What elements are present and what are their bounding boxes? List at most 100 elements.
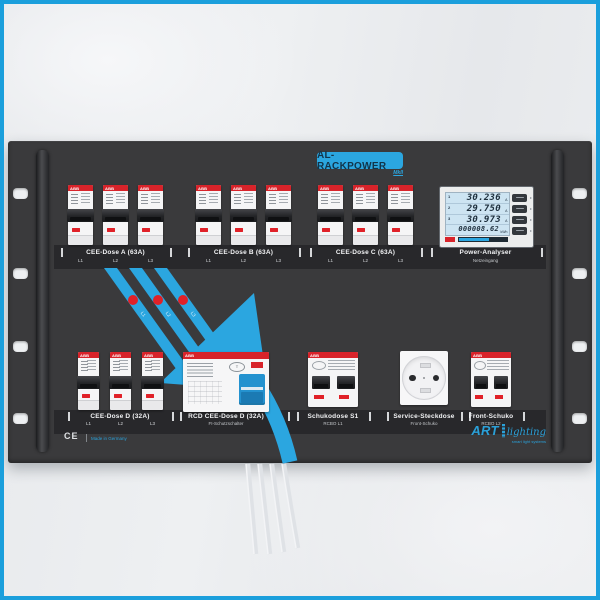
label-separator bbox=[387, 412, 389, 421]
breaker-band: ABB bbox=[318, 185, 343, 191]
breaker-toggle[interactable] bbox=[265, 209, 292, 222]
socket-earth-clip bbox=[419, 388, 431, 393]
socket-recess bbox=[402, 356, 446, 400]
breaker-toggle[interactable] bbox=[102, 209, 129, 222]
breaker-toggle[interactable] bbox=[195, 209, 222, 222]
rcbo-toggle[interactable] bbox=[311, 376, 330, 389]
breaker-foot bbox=[318, 235, 343, 245]
breaker-toggle[interactable] bbox=[352, 209, 379, 222]
analyzer-button[interactable] bbox=[512, 227, 527, 235]
breaker-band: ABB bbox=[231, 185, 256, 191]
label-separator bbox=[469, 412, 471, 421]
breaker-markings bbox=[366, 193, 375, 205]
title-badge-sub: MkII bbox=[393, 170, 403, 176]
rcd-switch[interactable] bbox=[239, 374, 265, 405]
service-socket-sublabel: Front-Schuko bbox=[410, 420, 438, 426]
analyzer-button[interactable] bbox=[512, 216, 527, 224]
breaker-toggle[interactable] bbox=[317, 209, 344, 222]
rcd-label: RCD CEE-Dose D (32A) bbox=[188, 412, 264, 420]
breaker-band: ABB bbox=[78, 352, 99, 358]
reading-unit: A bbox=[505, 197, 508, 202]
breaker-toggle[interactable] bbox=[137, 209, 164, 222]
reading-value: 30.973 bbox=[466, 214, 501, 225]
breaker-toggle[interactable] bbox=[387, 209, 414, 222]
rack-handle-left bbox=[36, 150, 49, 452]
reading-value: 30.236 bbox=[466, 193, 501, 203]
socket-earth-clip bbox=[419, 363, 431, 368]
breaker-band: ABB bbox=[183, 352, 269, 359]
label-separator bbox=[369, 412, 371, 421]
breaker-led bbox=[142, 228, 150, 232]
breaker-c3: ABB bbox=[387, 185, 414, 245]
phase-label: L2 bbox=[362, 257, 368, 263]
label-separator bbox=[310, 248, 312, 257]
schuko-socket[interactable] bbox=[400, 351, 448, 405]
abb-logo: ABB bbox=[198, 185, 208, 191]
abb-logo: ABB bbox=[112, 352, 122, 358]
rack-mount-hole bbox=[572, 413, 587, 424]
brand-logo: ART lighting smart light systems bbox=[462, 423, 546, 444]
breaker-markings bbox=[106, 194, 113, 205]
phase-label: L2 bbox=[117, 420, 123, 426]
analyzer-button[interactable] bbox=[512, 205, 527, 213]
rcbo-toggle[interactable] bbox=[473, 376, 489, 389]
breaker-foot bbox=[142, 400, 163, 410]
breaker-toggle[interactable] bbox=[141, 376, 164, 389]
analyzer-brand-chip bbox=[445, 237, 455, 242]
abb-logo: ABB bbox=[185, 352, 195, 358]
breaker-markings bbox=[199, 194, 206, 205]
abb-logo: ABB bbox=[233, 185, 243, 191]
breaker-toggle[interactable] bbox=[109, 376, 132, 389]
breaker-toggle[interactable] bbox=[67, 209, 94, 222]
abb-logo: ABB bbox=[390, 185, 400, 191]
breaker-b1: ABB bbox=[195, 185, 222, 245]
phase-label: L3 bbox=[147, 257, 153, 263]
brand-art-text: ART bbox=[471, 423, 499, 438]
breaker-markings bbox=[119, 360, 128, 372]
rcbo-markings bbox=[487, 360, 509, 371]
rcbo-logo-oval bbox=[474, 361, 486, 370]
breaker-band: ABB bbox=[471, 352, 511, 358]
breaker-foot bbox=[388, 235, 413, 245]
rcbo-logo-oval bbox=[312, 361, 326, 370]
rack-mount-hole bbox=[572, 268, 587, 279]
breaker-markings bbox=[71, 194, 78, 205]
rcbo-toggle[interactable] bbox=[336, 376, 355, 389]
abb-logo: ABB bbox=[268, 185, 278, 191]
label-separator bbox=[170, 248, 172, 257]
phase-digit: 2 bbox=[448, 204, 451, 210]
breaker-led bbox=[392, 228, 400, 232]
abb-logo: ABB bbox=[105, 185, 115, 191]
label-separator bbox=[297, 412, 299, 421]
label-separator bbox=[61, 248, 63, 257]
brand-tagline: smart light systems bbox=[511, 438, 546, 444]
analyzer-button[interactable] bbox=[512, 194, 527, 202]
breaker-led bbox=[235, 228, 243, 232]
breaker-toggle[interactable] bbox=[77, 376, 100, 389]
rcbo-toggle[interactable] bbox=[493, 376, 509, 389]
breaker-b3: ABB bbox=[265, 185, 292, 245]
rcbo-front-schuko: ABB bbox=[471, 352, 511, 407]
breaker-markings bbox=[209, 193, 218, 205]
label-separator bbox=[431, 248, 433, 257]
reading-value: 29.750 bbox=[466, 203, 501, 214]
breaker-a2: ABB bbox=[102, 185, 129, 245]
label-separator bbox=[421, 248, 423, 257]
abb-logo: ABB bbox=[70, 185, 80, 191]
analyzer-button-row: ▸ bbox=[512, 216, 532, 224]
analyzer-reading-row: 3 30.973 A bbox=[446, 215, 509, 226]
phase-label: L3 bbox=[149, 420, 155, 426]
abb-logo: ABB bbox=[320, 185, 330, 191]
breaker-markings bbox=[151, 193, 160, 205]
breaker-toggle[interactable] bbox=[230, 209, 257, 222]
breaker-markings bbox=[331, 193, 340, 205]
rcd-test-button[interactable]: T bbox=[229, 362, 245, 372]
label-separator bbox=[180, 412, 182, 421]
analyzer-button-row: ▸ bbox=[512, 205, 532, 213]
breaker-markings bbox=[116, 193, 125, 205]
schukodose-label: Schukodose S1 bbox=[307, 412, 359, 420]
phase-label: L3 bbox=[397, 257, 403, 263]
breaker-markings bbox=[151, 360, 160, 372]
breaker-foot bbox=[138, 235, 163, 245]
label-separator bbox=[299, 248, 301, 257]
